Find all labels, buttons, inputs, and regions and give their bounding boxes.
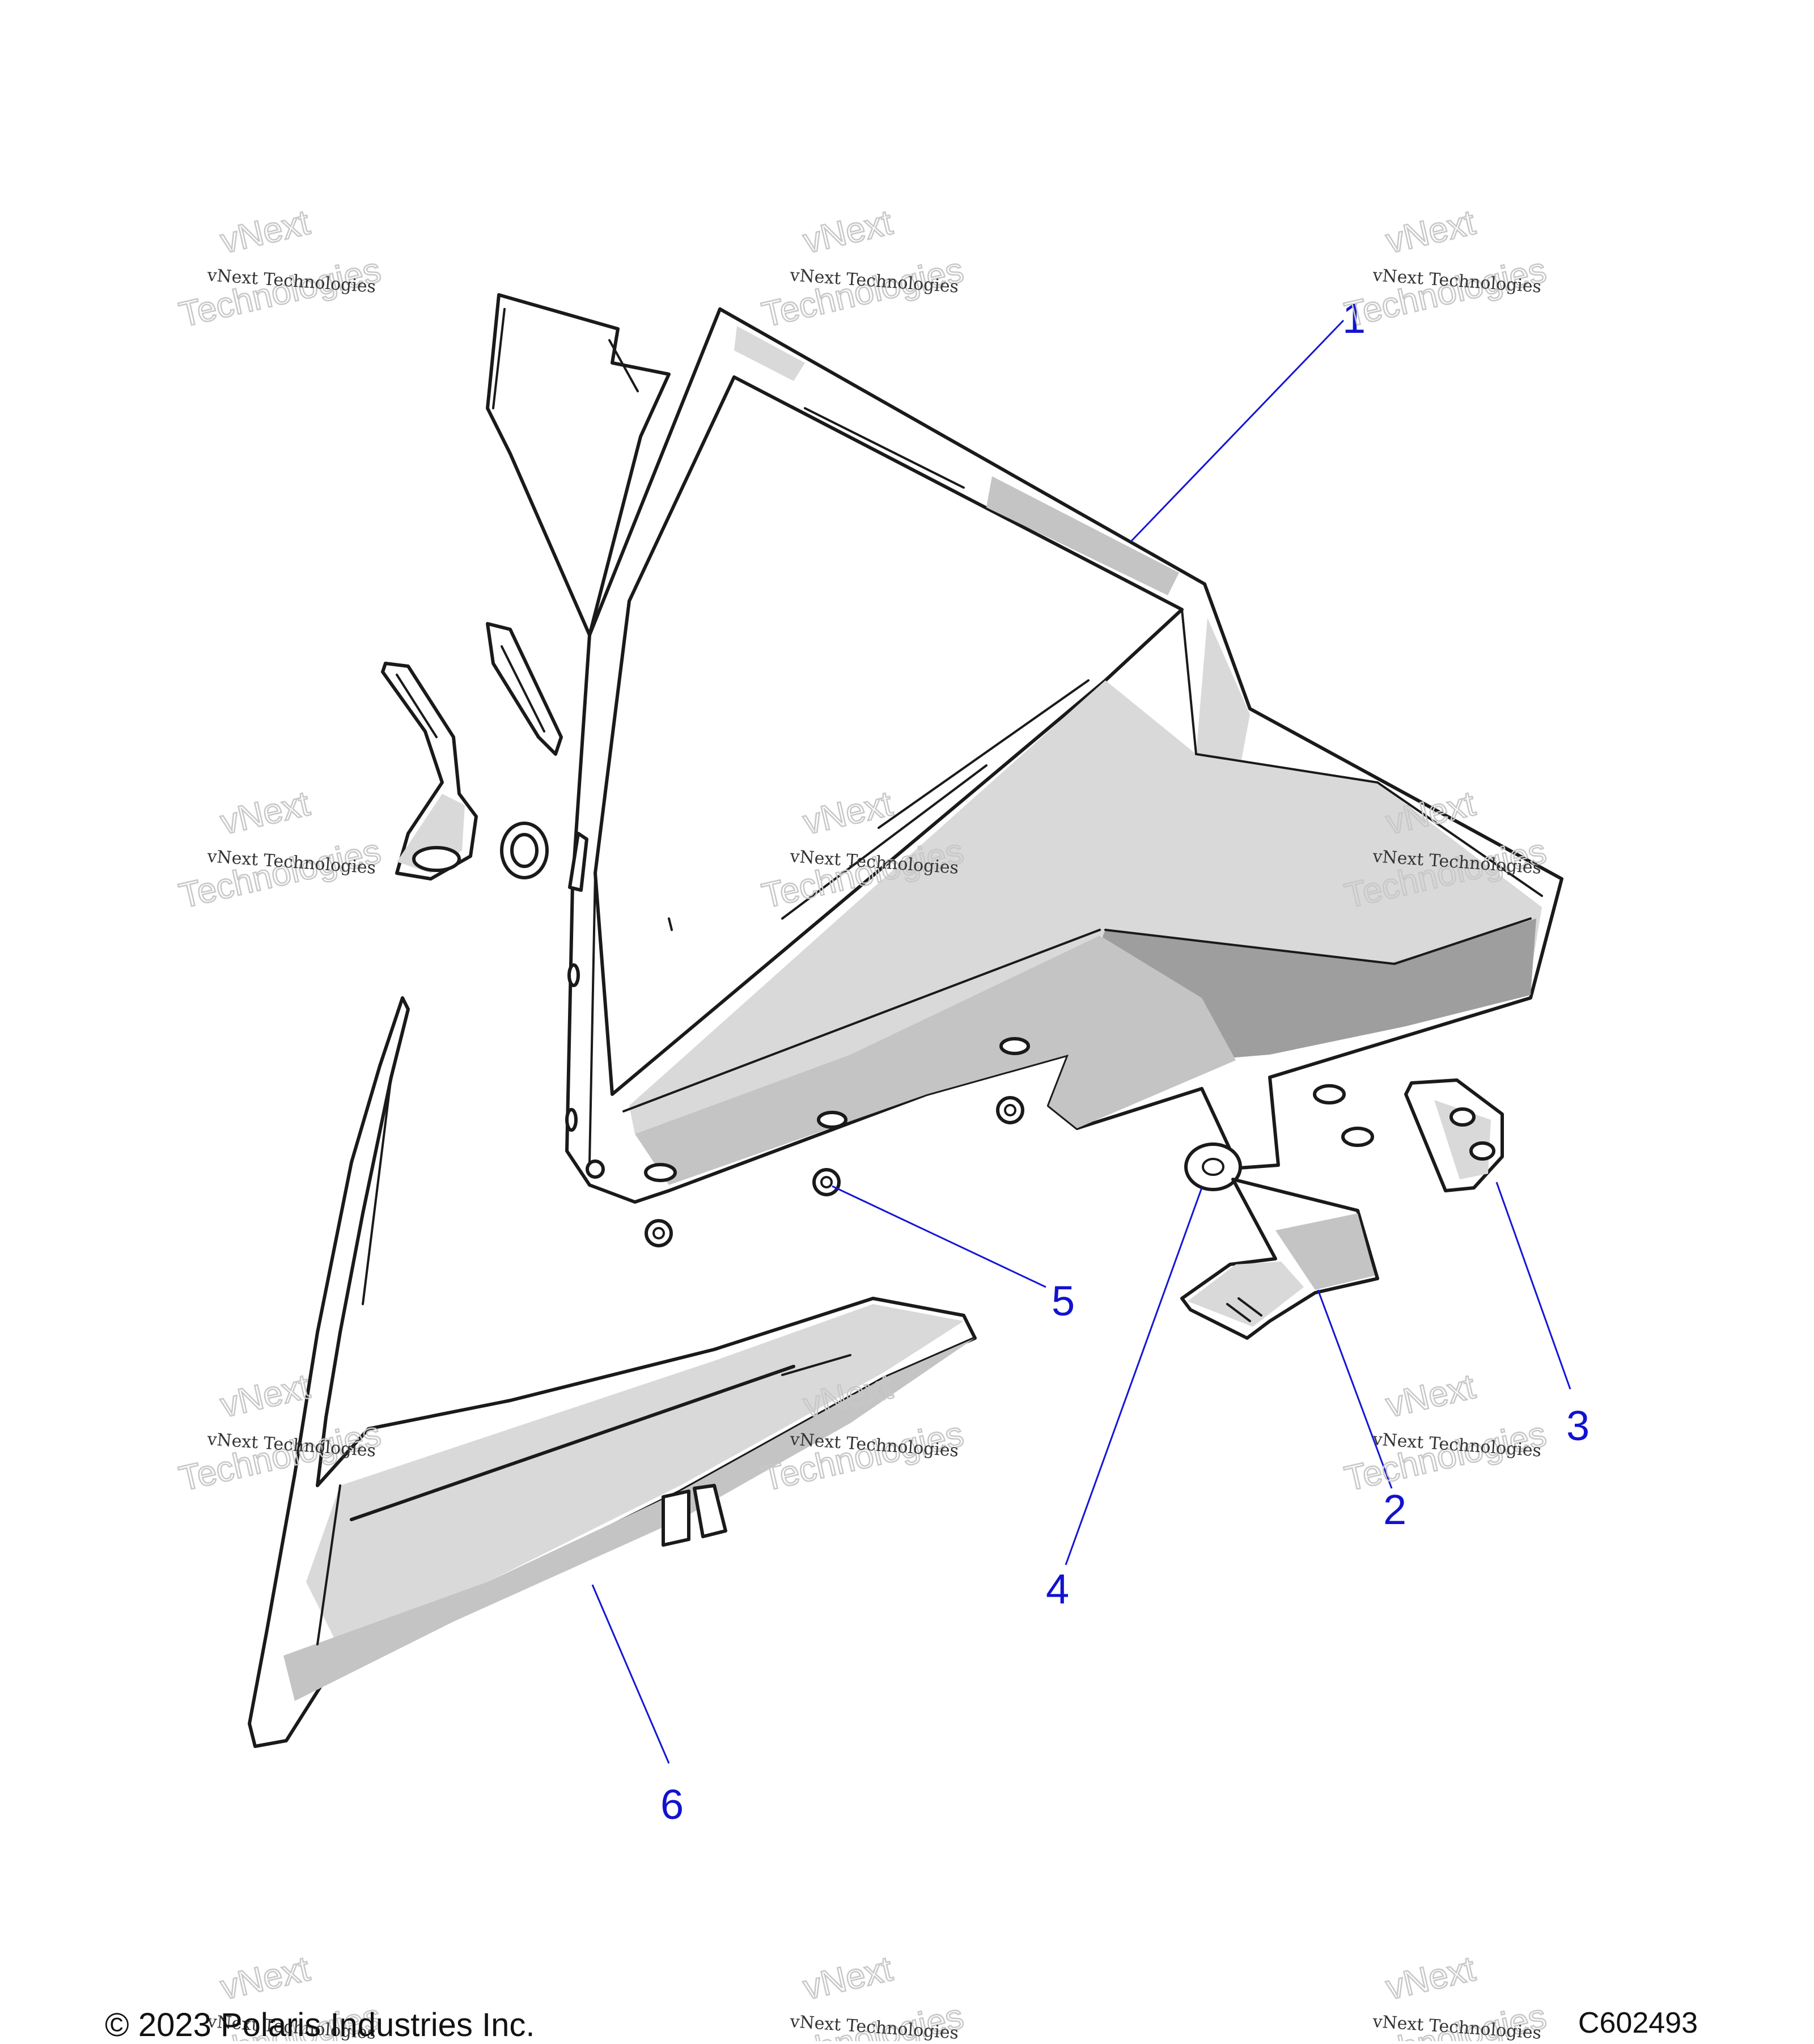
watermark-ghost-top: vNext: [217, 1367, 313, 1425]
leader-2: [1317, 1289, 1393, 1489]
watermark-ghost-top: vNext: [217, 784, 313, 843]
watermark-ghost-top: vNext: [800, 1949, 896, 2008]
watermark-ghost-top: vNext: [1383, 1949, 1479, 2008]
part-clip-left: [381, 662, 478, 881]
part-pin-left: [568, 832, 588, 892]
watermark-ghost-top: vNext: [1383, 203, 1479, 261]
leader-lines: [591, 319, 1571, 1764]
part-bracket: [1180, 1178, 1379, 1340]
part-retainer-plate: [1404, 1078, 1504, 1192]
part-lower-fairing: [248, 996, 977, 1748]
callout-2: 2: [1383, 1486, 1406, 1533]
watermark-ghost-top: vNext: [1383, 1367, 1479, 1425]
part-grommet-left: [500, 822, 549, 879]
part-clip-upper: [486, 622, 563, 756]
watermark-ghost-top: vNext: [217, 203, 313, 261]
leader-3: [1495, 1182, 1571, 1390]
leader-1: [1130, 319, 1345, 543]
leader-5: [832, 1185, 1046, 1288]
drawing-number: C602493: [1578, 2007, 1698, 2039]
copyright-notice: © 2023 Polaris Industries Inc.: [105, 2007, 535, 2043]
part-fasteners: [586, 1096, 1024, 1247]
leader-4: [1065, 1187, 1203, 1565]
leader-6: [591, 1584, 670, 1764]
part-washer: [1184, 1142, 1242, 1191]
part-windshield: [486, 293, 1563, 1204]
callout-6: 6: [660, 1781, 684, 1828]
callout-1: 1: [1342, 295, 1366, 342]
callout-3: 3: [1566, 1402, 1590, 1449]
callout-5: 5: [1052, 1277, 1075, 1324]
watermark-ghost-top: vNext: [217, 1949, 313, 2008]
callout-4: 4: [1046, 1565, 1069, 1613]
watermark-ghost-top: vNext: [800, 203, 896, 261]
callouts: 1 2 3 4 5 6: [660, 295, 1590, 1828]
